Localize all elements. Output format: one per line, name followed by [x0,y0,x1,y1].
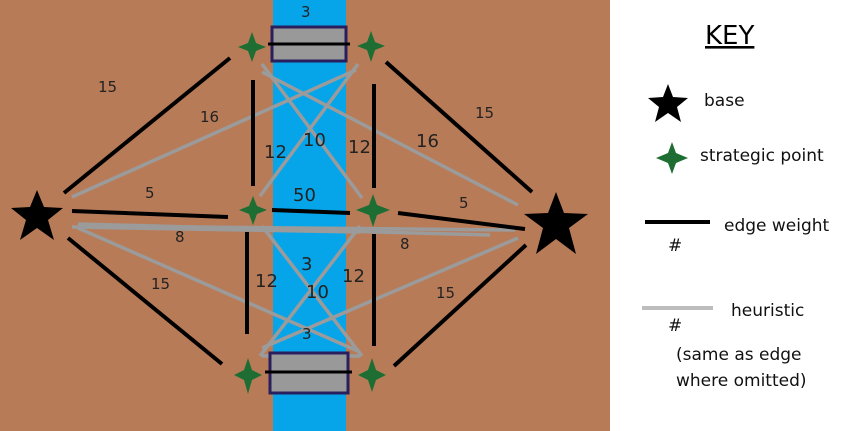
heuristic-right-base-to-bottom-left [261,236,519,350]
base-left [11,190,63,240]
heuristic-right-base-to-top-left [261,70,519,207]
label-right-bottom-edge: 15 [436,284,455,302]
label-bottom-cross-heur: 10 [306,282,329,303]
strategic-point-bottom-left [234,358,262,394]
key-base-icon [648,84,688,122]
label-top-right-vertical: 12 [348,137,371,158]
key-strategic-point-icon [656,142,688,174]
bridge-bottom [265,351,352,395]
edge-lines [62,56,534,368]
strategic-point-top-right [357,31,385,62]
heuristic-top-cross-a [260,62,364,200]
bridge-top [268,25,350,63]
label-right-mid-edge: 5 [459,194,469,212]
label-left-bottom-edge: 15 [151,275,170,293]
heuristic-top-cross-b [258,62,360,198]
strategic-point-mid-right [356,194,390,227]
key-base-label: base [704,91,745,111]
heuristic-left-base-to-top-right [71,68,357,199]
label-left-top-edge: 15 [98,78,117,96]
key-legend: KEY base strategic point edge weight # h… [642,21,830,391]
edge-left-base-bottom [66,236,224,366]
edge-right-base-bottom [392,243,528,368]
label-middle-crossing: 50 [293,185,316,206]
strategic-point-bottom-right [358,358,386,392]
strategic-points [234,31,390,394]
label-left-mid-edge: 5 [145,184,155,202]
heuristic-bottom-cross-b [258,224,362,358]
key-title: KEY [705,21,754,51]
strategic-point-top-left [238,32,266,62]
edge-left-base-top [62,56,232,195]
edge-left-base-mid [71,209,229,219]
label-left-mid-heur: 8 [175,228,185,246]
base-right [524,192,588,254]
edge-right-base-top [384,60,534,194]
key-heuristic-hash: # [668,316,682,336]
strategic-point-mid-left [239,196,267,225]
weight-labels: 3 3 15 16 5 8 15 15 16 5 8 15 12 12 10 5… [98,3,494,343]
edge-middle-crossing [271,208,351,215]
heuristic-left-base-to-bottom-right [77,226,361,354]
key-strategic-point-label: strategic point [700,146,824,166]
key-note-line2: where omitted) [676,371,807,391]
label-top-cross-heur: 10 [303,130,326,151]
label-right-mid-heur: 8 [400,235,410,253]
label-bridge-top: 3 [301,3,311,21]
heuristic-right-base-to-mid-left [81,224,516,232]
label-right-top-edge: 15 [475,104,494,122]
label-bottom-center-heur: 3 [301,254,312,275]
key-note-line1: (same as edge [676,345,802,365]
key-edge-label: edge weight [724,216,830,236]
key-heuristic-label: heuristic [731,301,804,321]
label-right-top-heur: 16 [416,131,439,152]
key-edge-hash: # [668,236,682,256]
label-top-left-vertical: 12 [264,142,287,163]
label-left-top-heur: 16 [200,108,219,126]
label-bottom-right-vertical: 12 [342,266,365,287]
edge-right-base-mid [397,211,526,231]
label-bottom-left-vertical: 12 [255,271,278,292]
label-bridge-bottom: 3 [302,325,312,343]
